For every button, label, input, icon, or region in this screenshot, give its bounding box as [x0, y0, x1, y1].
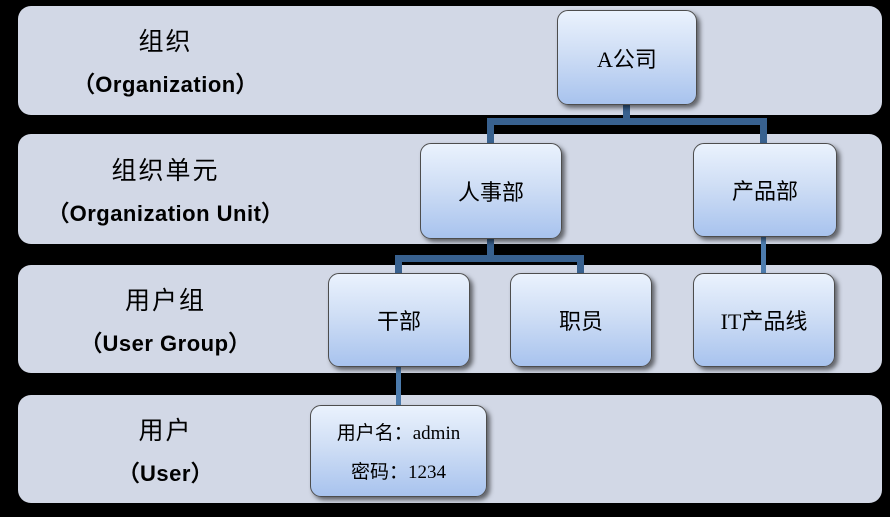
node-company: A公司: [557, 10, 697, 105]
node-staff-group: 职员: [510, 273, 652, 367]
node-staff-group-label: 职员: [558, 309, 603, 334]
connector-product-to-itline: [761, 233, 766, 274]
node-cadre-group-label: 干部: [376, 309, 421, 334]
node-user-account: 用户名：admin 密码：1234: [310, 405, 487, 497]
connector-hr-stem: [487, 237, 494, 258]
row-label-organization: 组织 （Organization）: [38, 6, 293, 115]
row-label-organization-unit: 组织单元 （Organization Unit）: [38, 134, 293, 244]
row-label-user-group-zh: 用户组: [124, 287, 206, 315]
node-product-department: 产品部: [693, 143, 837, 237]
node-hr-department: 人事部: [420, 143, 562, 239]
node-product-department-label: 产品部: [731, 179, 798, 204]
user-account-password: 密码：1234: [350, 462, 446, 483]
node-company-label: A公司: [597, 46, 657, 72]
row-label-organization-unit-en: （Organization Unit）: [47, 200, 284, 226]
node-cadre-group: 干部: [328, 273, 470, 367]
connector-company-to-hr: [487, 118, 494, 144]
connector-company-stem: [623, 103, 630, 121]
row-label-organization-unit-zh: 组织单元: [111, 157, 220, 185]
connector-hr-to-staff: [577, 255, 584, 274]
row-label-organization-zh: 组织: [138, 29, 193, 56]
row-label-user-en: （User）: [117, 460, 214, 486]
row-label-organization-en: （Organization）: [72, 72, 259, 97]
connector-company-to-product: [760, 118, 767, 144]
connector-company-crossbar: [487, 118, 767, 125]
row-label-user-group: 用户组 （User Group）: [38, 265, 293, 373]
user-account-username: 用户名：admin: [336, 423, 461, 444]
connector-cadre-to-user: [396, 365, 401, 406]
node-hr-department-label: 人事部: [457, 180, 524, 205]
node-it-product-line-group: IT产品线: [693, 273, 835, 367]
row-label-user: 用户 （User）: [38, 395, 293, 503]
connector-hr-to-cadre: [395, 255, 402, 274]
row-label-user-zh: 用户: [138, 417, 193, 445]
node-it-product-line-label: IT产品线: [720, 309, 808, 334]
row-band-organization: 组织 （Organization）: [18, 6, 882, 115]
row-label-user-group-en: （User Group）: [79, 330, 252, 356]
connector-hr-crossbar: [395, 255, 584, 262]
